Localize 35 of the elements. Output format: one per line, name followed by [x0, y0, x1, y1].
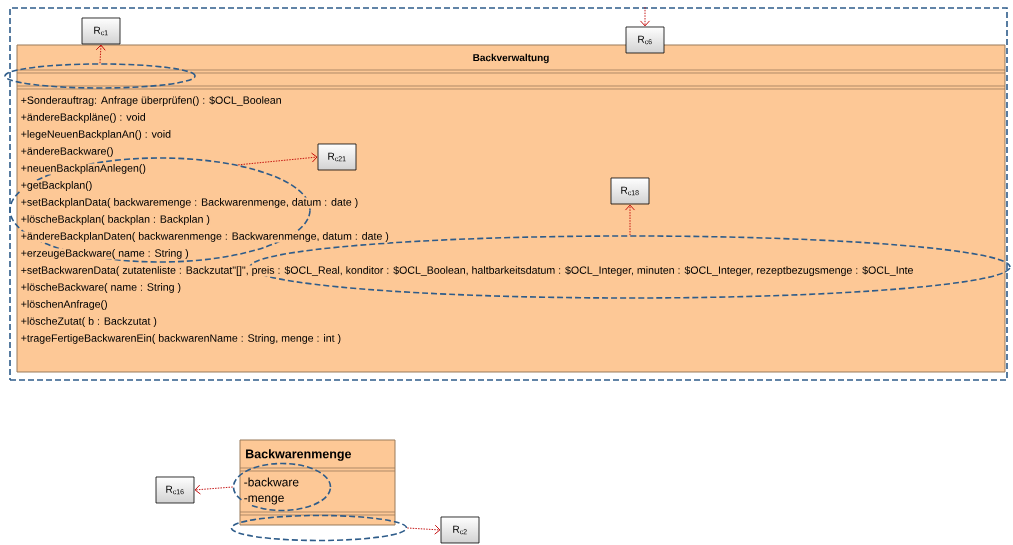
requirement-box: R$_{c18}$: [610, 177, 650, 205]
arrow: [625, 204, 635, 236]
method-text: +erzeugeBackware( name : String ): [20, 248, 190, 260]
method-text: +setBackwarenData( zutatenliste : Backzutat"[]", preis : $OCL_Real, konditor : $OCL_Boolean, haltbarkeitsdatum : $OCL_Integer, minuten : $OCL_Integer, rezeptbezugsmenge : $OCL_Inte: [20, 265, 914, 277]
method-text: +ändereBackpläne() : void: [20, 112, 147, 124]
class-name: Backwarenmenge: [246, 449, 352, 461]
requirement-box: R$_{c16}$: [155, 476, 195, 504]
method-text: +Sonderauftrag: Anfrage überprüfen() : $OCL_Boolean: [20, 95, 283, 107]
class-name: Backverwaltung: [473, 53, 549, 64]
method-text: +neuenBackplanAnlegen(): [20, 163, 147, 175]
method-text: +löscheZutat( b : Backzutat ): [20, 316, 158, 328]
method-text: +ändereBackplanDaten( backwarenmenge : Backwarenmenge, datum : date ): [20, 231, 390, 243]
method-text: +löschenAnfrage(): [20, 299, 109, 311]
dashed-ellipse: [230, 514, 408, 542]
class-box: [239, 439, 396, 526]
requirement-box: R$_{c1}$: [81, 17, 121, 45]
method-text: +löscheBackware( name : String ): [20, 282, 182, 294]
arrow: [237, 152, 318, 166]
method-text: +legeNeuenBackplanAn() : void: [20, 129, 172, 141]
requirement-box: R$_{c6}$: [625, 26, 665, 54]
attribute-text: -backware: [243, 477, 300, 487]
arrow: [406, 524, 441, 535]
requirement-box: R$_{c21}$: [317, 143, 357, 171]
arrow: [95, 44, 106, 64]
method-text: +setBackplanData( backwaremenge : Backwarenmenge, datum : date ): [20, 197, 359, 209]
method-text: +getBackplan(): [20, 180, 93, 192]
attribute-text: -menge: [243, 495, 285, 505]
method-text: +ändereBackware(): [20, 146, 114, 158]
method-text: +trageFertigeBackwarenEin( backwarenName : String, menge : int ): [20, 333, 342, 345]
requirement-box: R$_{c2}$: [440, 516, 480, 544]
arrow: [194, 484, 234, 495]
dashed-ellipse: [232, 462, 332, 512]
method-text: +löscheBackplan( backplan : Backplan ): [20, 214, 211, 226]
dashed-ellipse: [4, 63, 196, 89]
arrow: [640, 6, 650, 27]
